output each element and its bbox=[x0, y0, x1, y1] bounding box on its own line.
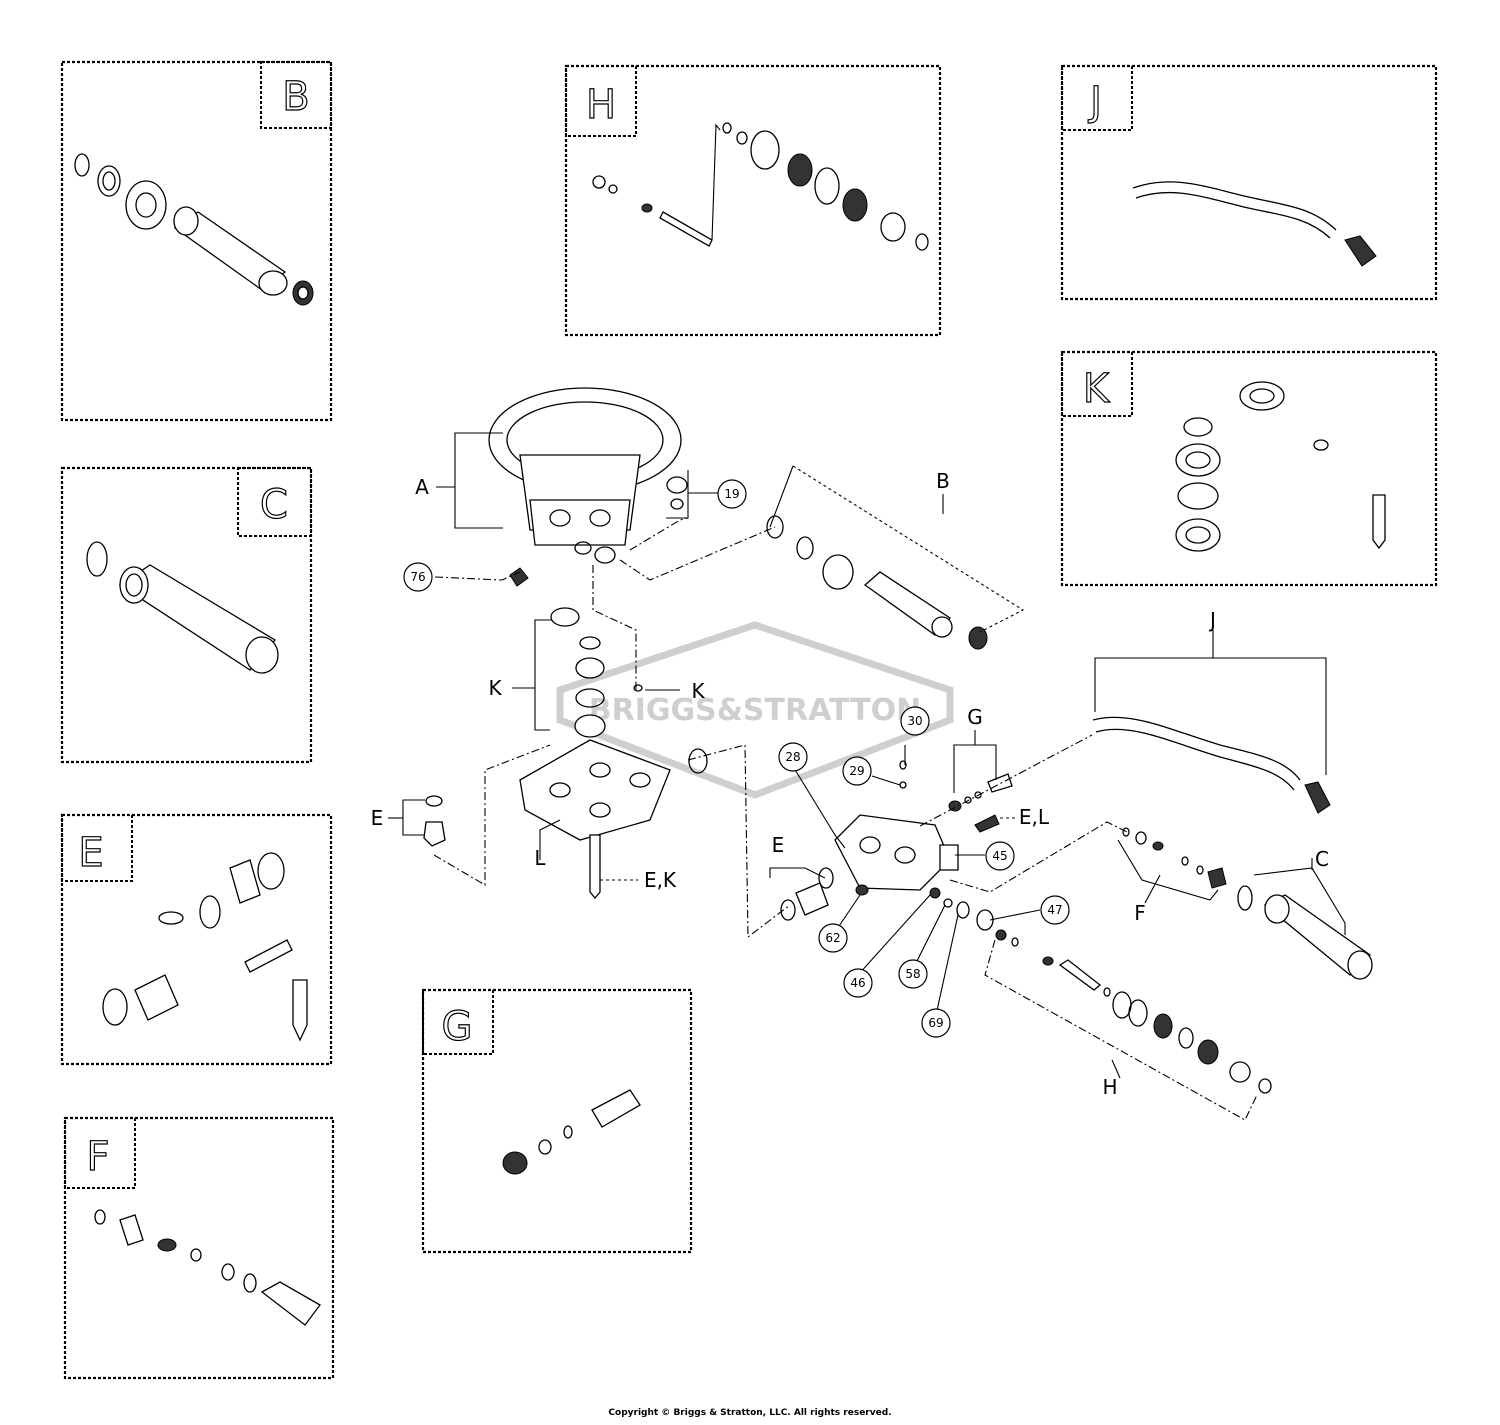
callout-19: 19 bbox=[717, 479, 747, 509]
panel-k: K bbox=[1060, 350, 1438, 587]
svg-text:47: 47 bbox=[1047, 903, 1062, 917]
label-c: C bbox=[1315, 847, 1329, 871]
panel-k-label: K bbox=[1083, 366, 1111, 412]
svg-text:45: 45 bbox=[992, 849, 1007, 863]
label-e-left: E bbox=[371, 806, 384, 830]
callout-58: 58 bbox=[898, 959, 928, 989]
svg-text:29: 29 bbox=[849, 764, 864, 778]
svg-text:58: 58 bbox=[905, 967, 920, 981]
label-l: L bbox=[534, 846, 546, 870]
panel-g-parts bbox=[502, 1089, 641, 1175]
callout-28: 28 bbox=[778, 742, 808, 772]
svg-text:19: 19 bbox=[724, 487, 739, 501]
watermark-text: BRIGGS&STRATTON bbox=[589, 693, 921, 728]
panel-f: F bbox=[63, 1116, 335, 1380]
svg-text:46: 46 bbox=[850, 976, 865, 990]
callout-45: 45 bbox=[985, 841, 1015, 871]
main-assembly bbox=[423, 387, 1373, 1094]
svg-text:76: 76 bbox=[410, 570, 425, 584]
panel-h-label: H bbox=[586, 82, 616, 128]
panel-c-label: C bbox=[260, 482, 288, 528]
panel-j-label: J bbox=[1087, 79, 1102, 125]
group-labels: A B K K E L E,K G E,L E J F C H bbox=[371, 469, 1329, 1099]
label-el: E,L bbox=[1019, 805, 1050, 829]
panel-c: C bbox=[60, 466, 313, 764]
label-j: J bbox=[1208, 608, 1216, 632]
panel-j-parts bbox=[1132, 181, 1377, 267]
watermark-logo: BRIGGS&STRATTON bbox=[556, 621, 954, 799]
label-b: B bbox=[936, 469, 950, 493]
panel-k-parts bbox=[1175, 381, 1386, 552]
label-g: G bbox=[967, 705, 983, 729]
label-ek: E,K bbox=[644, 868, 677, 892]
panel-j: J bbox=[1060, 64, 1438, 301]
svg-text:69: 69 bbox=[928, 1016, 943, 1030]
panel-b-parts bbox=[74, 153, 314, 306]
panel-h-parts bbox=[592, 122, 929, 251]
svg-text:62: 62 bbox=[825, 931, 840, 945]
callout-29: 29 bbox=[842, 756, 872, 786]
panel-g-label: G bbox=[442, 1004, 473, 1050]
leader-lines bbox=[388, 432, 1346, 1121]
svg-text:30: 30 bbox=[907, 714, 922, 728]
panel-e-label: E bbox=[78, 830, 103, 876]
callout-69: 69 bbox=[921, 1008, 951, 1038]
label-k-left: K bbox=[488, 676, 502, 700]
label-a: A bbox=[415, 475, 429, 499]
panel-f-parts bbox=[94, 1209, 321, 1326]
svg-text:28: 28 bbox=[785, 750, 800, 764]
panel-b: B bbox=[60, 60, 333, 422]
callout-47: 47 bbox=[1040, 895, 1070, 925]
panel-e-parts bbox=[102, 852, 308, 1042]
copyright-notice: Copyright © Briggs & Stratton, LLC. All … bbox=[608, 1408, 892, 1418]
callout-62: 62 bbox=[818, 923, 848, 953]
callout-46: 46 bbox=[843, 968, 873, 998]
label-h: H bbox=[1102, 1075, 1117, 1099]
callout-76: 76 bbox=[403, 562, 433, 592]
callouts: 19 76 30 29 28 45 47 62 bbox=[403, 479, 1070, 1038]
panel-f-label: F bbox=[86, 1134, 109, 1180]
callout-30: 30 bbox=[900, 706, 930, 736]
label-k-right: K bbox=[691, 679, 705, 703]
panel-g: G bbox=[421, 988, 693, 1254]
panel-c-parts bbox=[86, 541, 279, 674]
panel-h: H bbox=[564, 64, 942, 337]
label-e-middle: E bbox=[772, 833, 785, 857]
panel-b-label: B bbox=[282, 74, 309, 120]
panel-e: E bbox=[60, 813, 333, 1066]
label-f: F bbox=[1134, 901, 1146, 925]
